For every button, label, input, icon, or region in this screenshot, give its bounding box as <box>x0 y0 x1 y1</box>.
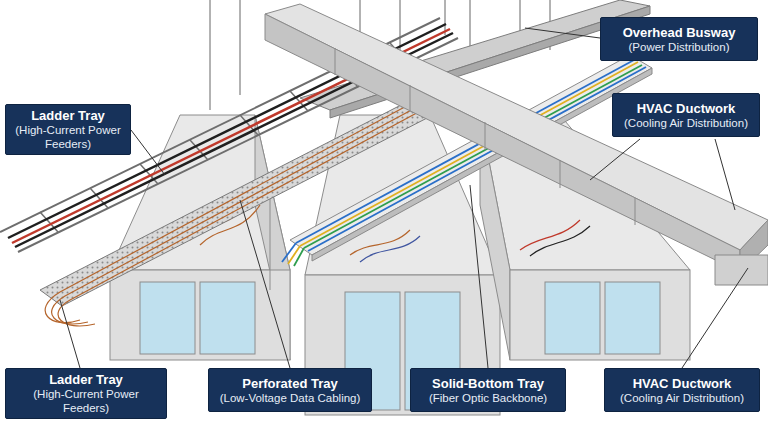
hvac-duct <box>265 4 768 285</box>
leader-line-part <box>60 300 80 368</box>
rack-row-part <box>510 270 690 360</box>
callout-title: HVAC Ductwork <box>633 376 732 391</box>
rack-cabling-part <box>360 236 420 262</box>
hvac-duct-part <box>560 160 561 188</box>
callout-subtitle: (High-Current Power Feeders) <box>10 123 126 151</box>
rack-row-part <box>200 282 255 354</box>
callout-subtitle: (High-Current Power Feeders) <box>10 387 162 415</box>
leader-line <box>60 28 748 368</box>
callout-box: Ladder Tray(High-Current Power Feeders) <box>5 104 131 155</box>
hvac-duct-part <box>265 4 768 250</box>
hvac-duct-part <box>485 122 486 150</box>
hanger-rod-part <box>445 0 446 35</box>
callout-box: Ladder Tray(High-Current Power Feeders) <box>5 368 167 419</box>
rack-cabling-part <box>530 226 590 256</box>
hanger-rod-part <box>210 0 211 110</box>
callout-title: Perforated Tray <box>242 376 337 391</box>
fiber-cable-part <box>294 248 304 266</box>
hvac-duct-part <box>335 48 336 75</box>
hanger-rod-part <box>240 0 241 95</box>
leader-line-part <box>131 130 165 175</box>
callout-box: Overhead Busway(Power Distribution) <box>600 17 758 61</box>
leader-line-part <box>525 28 600 38</box>
hvac-duct-part <box>410 85 411 112</box>
leader-line-part <box>715 139 735 210</box>
hvac-duct-part <box>635 198 636 225</box>
callout-box: HVAC Ductwork(Cooling Air Distribution) <box>612 93 760 137</box>
leader-line-part <box>682 268 748 368</box>
leader-line-part <box>590 139 640 180</box>
fiber-cable-part <box>288 246 300 264</box>
rack-row-part <box>545 282 600 354</box>
rack-row-part <box>605 282 660 354</box>
rack-row-part <box>110 270 290 360</box>
fiber-cable-part <box>282 243 296 262</box>
callout-subtitle: (Cooling Air Distribution) <box>620 391 744 405</box>
callout-title: HVAC Ductwork <box>637 101 736 116</box>
callout-subtitle: (Fiber Optic Backbone) <box>429 391 547 405</box>
leader-line-part <box>240 200 290 368</box>
rack-row-part <box>140 282 195 354</box>
hvac-duct-part <box>715 255 768 285</box>
callout-title: Ladder Tray <box>49 372 123 387</box>
callout-box: HVAC Ductwork(Cooling Air Distribution) <box>604 368 760 412</box>
callout-subtitle: (Low-Voltage Data Cabling) <box>220 391 361 405</box>
callout-title: Ladder Tray <box>31 108 105 123</box>
callout-subtitle: (Power Distribution) <box>629 40 730 54</box>
callout-subtitle: (Cooling Air Distribution) <box>624 116 748 130</box>
callout-box: Solid-Bottom Tray(Fiber Optic Backbone) <box>410 368 566 412</box>
leader-line-part <box>470 185 488 368</box>
callout-box: Perforated Tray(Low-Voltage Data Cabling… <box>208 368 372 412</box>
callout-title: Overhead Busway <box>623 25 736 40</box>
callout-title: Solid-Bottom Tray <box>432 376 544 391</box>
